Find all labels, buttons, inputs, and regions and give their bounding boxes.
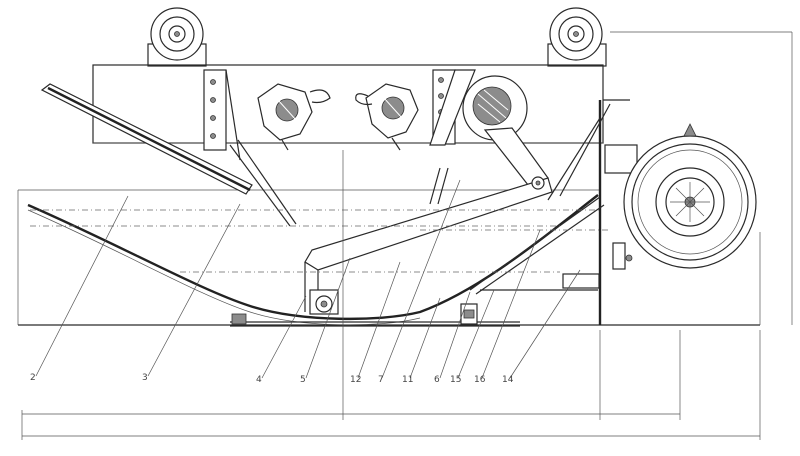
bottom-pivot	[309, 289, 339, 315]
inlet-chute	[40, 83, 297, 227]
centre-lines	[30, 150, 600, 420]
inner-guides	[420, 103, 611, 295]
callout-6: 6	[434, 375, 440, 385]
callout-2: 2	[30, 373, 36, 383]
cam-right	[355, 83, 419, 151]
callout-4: 4	[256, 375, 262, 385]
callout-14: 14	[502, 375, 514, 385]
callout-12: 12	[350, 375, 361, 385]
drive-pulley	[462, 75, 528, 141]
top-roller-right	[547, 7, 607, 67]
bracket-right	[429, 69, 476, 146]
callout-5: 5	[300, 375, 306, 385]
callout-11: 11	[402, 375, 413, 385]
bracket-left	[203, 69, 241, 161]
callout-15: 15	[450, 375, 461, 385]
top-roller-left	[147, 7, 207, 67]
motor-flywheel	[604, 123, 757, 270]
dimension-lines	[21, 31, 793, 440]
callout-7: 7	[378, 375, 384, 385]
leader-lines	[35, 179, 581, 379]
foot-left	[231, 313, 247, 325]
lever-arm	[304, 127, 553, 312]
foot-right	[460, 303, 478, 325]
housing-frame	[17, 64, 760, 326]
callout-3: 3	[142, 373, 148, 383]
callout-16: 16	[474, 375, 486, 385]
cam-left	[257, 83, 331, 151]
